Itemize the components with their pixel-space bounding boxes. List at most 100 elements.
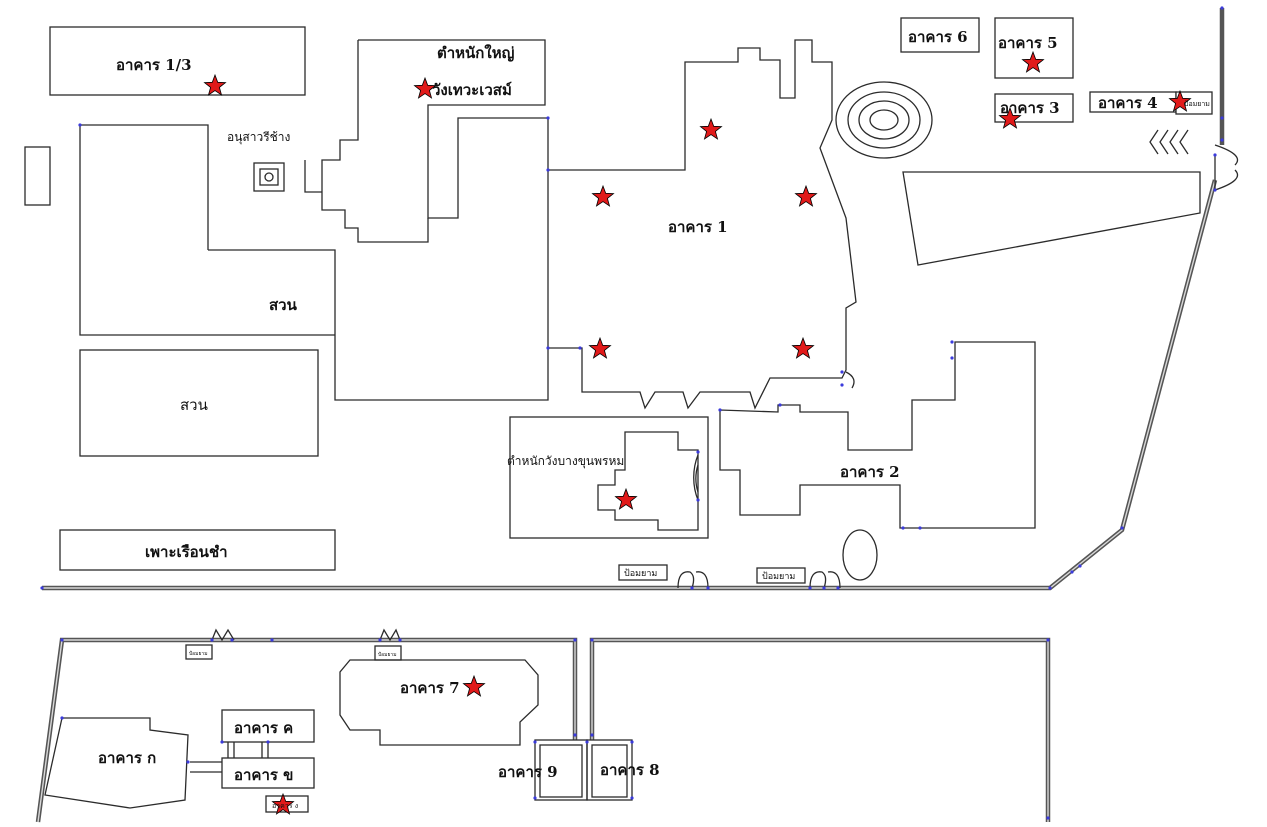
gate-door-icon[interactable] bbox=[1214, 144, 1239, 191]
connector-bridge bbox=[190, 742, 269, 773]
vertex-dot bbox=[1120, 526, 1124, 530]
gate-door-icon[interactable] bbox=[379, 628, 401, 642]
red-star-icon[interactable] bbox=[614, 487, 638, 510]
label-building-1-3: อาคาร 1/3 bbox=[116, 56, 192, 74]
vertex-dot bbox=[590, 638, 594, 642]
label-guard-post-c: ป้อมยาม bbox=[189, 650, 208, 657]
vertex-dot bbox=[808, 586, 812, 590]
building-tamnak-yai[interactable] bbox=[80, 39, 549, 401]
vertex-dot bbox=[1220, 138, 1224, 142]
vertex-dot bbox=[718, 408, 722, 412]
vertex-dot bbox=[950, 340, 954, 344]
small-side-building bbox=[24, 146, 51, 206]
label-guard-post-d: ป้อมยาม bbox=[378, 651, 397, 658]
guard-post-a[interactable] bbox=[618, 564, 668, 581]
label-building-4: อาคาร 4 bbox=[1098, 94, 1158, 112]
label-building-4-box: ป้อมยาม bbox=[1184, 100, 1210, 108]
building-3[interactable] bbox=[994, 93, 1074, 123]
vertex-dot bbox=[578, 346, 582, 350]
vertex-dot bbox=[60, 638, 64, 642]
vertex-dot bbox=[1070, 570, 1074, 574]
vertex-dot bbox=[230, 638, 234, 642]
vertex-dot bbox=[210, 638, 214, 642]
vertex-dot bbox=[1213, 153, 1217, 157]
red-star-icon[interactable] bbox=[791, 336, 815, 359]
building-5[interactable] bbox=[994, 17, 1074, 79]
vertex-dot bbox=[220, 740, 224, 744]
vertex-dot bbox=[1213, 188, 1217, 192]
vertex-dot bbox=[270, 638, 274, 642]
nursery[interactable] bbox=[59, 529, 336, 571]
vertex-dot bbox=[378, 638, 382, 642]
building-1-door bbox=[845, 371, 855, 389]
vertex-dot bbox=[822, 586, 826, 590]
vertex-dot bbox=[266, 740, 270, 744]
label-garden-a: สวน bbox=[269, 296, 298, 314]
building-1[interactable] bbox=[548, 39, 857, 410]
label-garden-b: สวน bbox=[180, 396, 208, 414]
label-building-3: อาคาร 3 bbox=[1000, 99, 1060, 117]
vertex-dot bbox=[590, 733, 594, 737]
gate-door-icon[interactable] bbox=[809, 571, 841, 589]
red-star-icon[interactable] bbox=[271, 792, 295, 815]
vertex-dot bbox=[840, 370, 844, 374]
building-8[interactable] bbox=[586, 739, 633, 801]
vertex-dot bbox=[778, 403, 782, 407]
red-star-icon[interactable] bbox=[699, 117, 723, 140]
building-1-3[interactable] bbox=[49, 26, 306, 96]
vertex-dot bbox=[630, 740, 634, 744]
label-bangkhunphrom: ตำหนักวังบางขุนพรหม bbox=[507, 454, 624, 469]
parking-area bbox=[902, 171, 1201, 266]
building-7[interactable] bbox=[339, 659, 539, 746]
red-star-icon[interactable] bbox=[794, 184, 818, 207]
south-wall bbox=[35, 637, 1051, 823]
monument-icon bbox=[253, 162, 285, 192]
red-star-icon[interactable] bbox=[413, 76, 437, 99]
label-hq-line2: วังเทวะเวสม์ bbox=[432, 81, 512, 99]
vertex-dot bbox=[696, 450, 700, 454]
vertex-dot bbox=[696, 498, 700, 502]
vertex-dot bbox=[1046, 638, 1050, 642]
building-2[interactable] bbox=[719, 341, 1036, 529]
vertex-dot bbox=[630, 796, 634, 800]
parking-stripes bbox=[1149, 129, 1189, 155]
red-star-icon[interactable] bbox=[203, 73, 227, 96]
guard-post-b[interactable] bbox=[756, 567, 806, 584]
building-ko[interactable] bbox=[44, 717, 189, 809]
vertex-dot bbox=[533, 796, 537, 800]
red-star-icon[interactable] bbox=[1168, 89, 1192, 112]
vertex-dot bbox=[585, 740, 589, 744]
label-building-kho-ngo: อาคาร ค bbox=[234, 719, 293, 737]
label-building-9: อาคาร 9 bbox=[498, 763, 558, 781]
vertex-markers bbox=[40, 6, 1224, 820]
vertex-dot bbox=[706, 586, 710, 590]
building-bangkhunphrom[interactable] bbox=[509, 416, 709, 539]
label-building-7: อาคาร 7 bbox=[400, 679, 460, 697]
label-guard-post-b: ป้อมยาม bbox=[762, 571, 795, 582]
garden-left[interactable] bbox=[79, 349, 319, 457]
pond bbox=[842, 529, 878, 581]
label-building-5: อาคาร 5 bbox=[998, 34, 1058, 52]
label-building-6: อาคาร 6 bbox=[908, 28, 968, 46]
vertex-dot bbox=[950, 356, 954, 360]
red-star-icon[interactable] bbox=[588, 336, 612, 359]
vertex-dot bbox=[533, 740, 537, 744]
vertex-dot bbox=[60, 716, 64, 720]
vertex-dot bbox=[573, 733, 577, 737]
gate-door-icon[interactable] bbox=[677, 571, 709, 589]
vertex-dot bbox=[918, 526, 922, 530]
label-guard-post-a: ป้อมยาม bbox=[624, 568, 657, 579]
red-star-icon[interactable] bbox=[591, 184, 615, 207]
guard-post-c[interactable] bbox=[185, 644, 213, 660]
red-star-icon[interactable] bbox=[1021, 50, 1045, 73]
vertex-dot bbox=[901, 526, 905, 530]
vertex-dot bbox=[1220, 6, 1224, 10]
red-star-icon[interactable] bbox=[462, 674, 486, 697]
marker-stars bbox=[203, 50, 1192, 815]
building-6[interactable] bbox=[900, 17, 980, 53]
gate-door-icon[interactable] bbox=[211, 628, 235, 642]
vertex-dot bbox=[546, 168, 550, 172]
perimeter-wall bbox=[42, 8, 1225, 591]
red-star-icon[interactable] bbox=[998, 106, 1022, 129]
